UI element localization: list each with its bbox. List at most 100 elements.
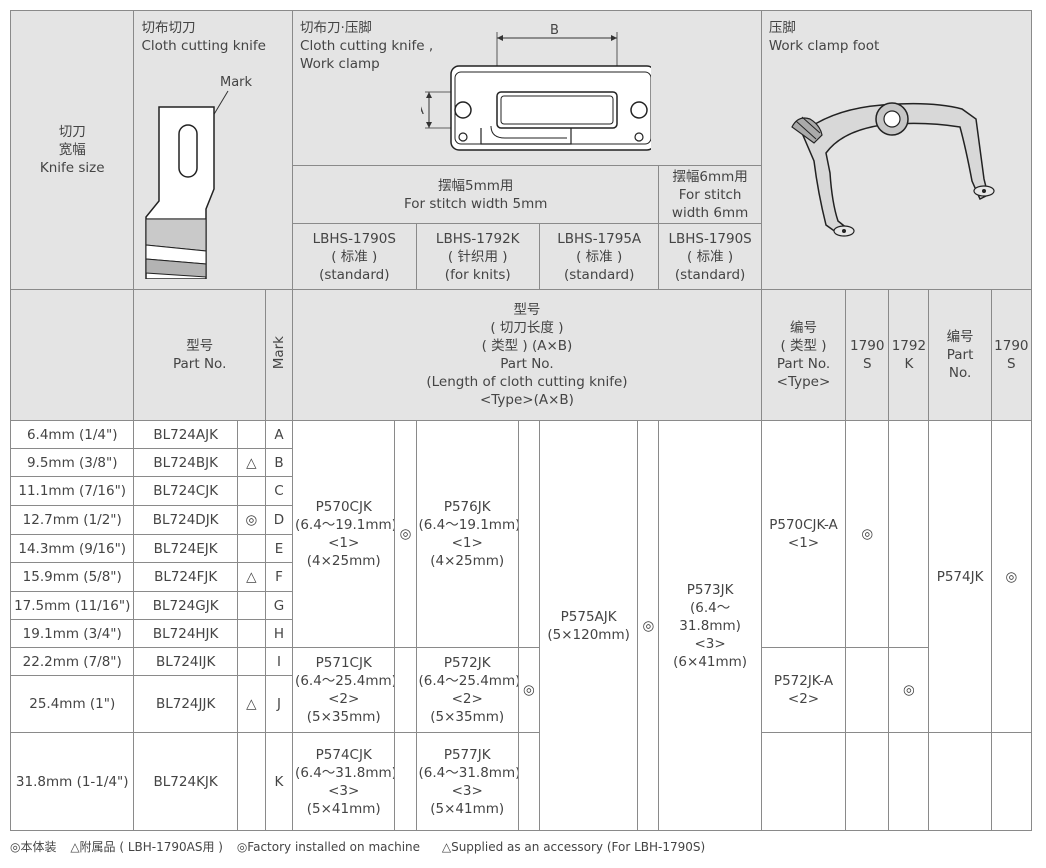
mark-cell: C [264,476,294,506]
clamp-group1-1792k [888,420,930,648]
mark-cell: E [264,534,294,563]
group3-1792k-part: P577JK (6.4～31.8mm) <3> (5×41mm) [415,732,519,831]
part-no-cell: BL724JJK [133,675,238,733]
mark-cell: I [264,647,294,676]
knife-clamp-header: 切布刀·压脚 Cloth cutting knife , Work clamp … [292,10,762,166]
table-row: 19.1mm (3/4") BL724HJK H [9,619,1032,648]
accessory-symbol-cell [236,420,266,449]
col-1792k-header: 1792 K [888,289,930,421]
stitch6mm-part: P573JK (6.4～ 31.8mm) <3> (6×41mm) [658,420,762,831]
cloth-knife-illustration: Mark [145,75,253,279]
group1-1792k-symbol [517,420,540,648]
clamp-group1-part: P570CJK-A <1> [760,420,847,648]
knife-size-cell: 17.5mm (11/16") [9,591,135,620]
mark-cell: J [264,675,294,733]
clamp-foot-header: 压脚 Work clamp foot [760,10,1033,290]
knife-clamp-illustration: B A [421,23,652,151]
foot-group3-part [928,732,992,831]
accessory-symbol-cell [236,591,266,620]
model-lbhs-1790s-6mm: LBHS-1790S ( 标准 ) (standard) [658,223,762,290]
mark-cell: F [264,562,294,592]
group2-1792k-part: P572JK (6.4～25.4mm) <2> (5×35mm) [415,647,519,733]
knife-size-cell: 22.2mm (7/8") [9,647,135,676]
knife-size-cell: 9.5mm (3/8") [9,448,135,477]
group1-1790s-symbol: ◎ [394,420,417,648]
accessory-symbol-cell [236,534,266,563]
mark-cell: H [264,619,294,648]
knife-size-cell: 19.1mm (3/4") [9,619,135,648]
table-row: 12.7mm (1/2") BL724DJK ◎ D [9,505,1032,535]
group2-1792k-symbol: ◎ [517,647,540,733]
col-1790s-header: 1790 S [845,289,890,421]
part-no-cell: BL724AJK [133,420,238,449]
part-no-cell: BL724BJK [133,448,238,477]
dim-a-label: A [421,103,424,118]
knife-size-cell: 12.7mm (1/2") [9,505,135,535]
foot-group3-symbol [990,732,1033,831]
cloth-knife-header: 切布切刀 Cloth cutting knife Mark [133,10,294,290]
clamp-group1-1790s: ◎ [845,420,890,648]
knife-size-cell: 15.9mm (5/8") [9,562,135,592]
mark-cell: B [264,448,294,477]
knife-size-cell: 14.3mm (9/16") [9,534,135,563]
mark-cell: K [264,732,294,831]
part-no-cell: BL724IJK [133,647,238,676]
lbhs-1795a-symbol: ◎ [637,420,660,831]
part-no-cell: BL724EJK [133,534,238,563]
accessory-symbol-cell: △ [236,675,266,733]
model-lbhs-1790s: LBHS-1790S ( 标准 ) (standard) [292,223,417,290]
model-lbhs-1792k: LBHS-1792K ( 针织用 ) (for knits) [415,223,540,290]
group2-1790s-symbol [394,647,417,733]
mark-header: Mark [264,289,294,421]
clamp-group3-part [760,732,847,831]
part-no-cell: BL724CJK [133,476,238,506]
table-row: 14.3mm (9/16") BL724EJK E [9,534,1032,563]
part-no-header: 型号 Part No. [133,289,266,421]
foot-symbol: ◎ [990,420,1033,733]
knife-size-cell: 25.4mm (1") [9,675,135,733]
col-1790s-b-header: 1790 S [990,289,1033,421]
table-row: 6.4mm (1/4") BL724AJK A P570CJK (6.4～19.… [9,420,1033,831]
clamp-group2-1792k: ◎ [888,647,930,733]
accessory-symbol-cell [236,732,266,831]
knife-spec-table: 切刀 宽幅 Knife size 切布切刀 Cloth cutting knif… [9,10,1033,831]
accessory-symbol-cell: ◎ [236,505,266,535]
stitch-5mm-header: 摆幅5mm用 For stitch width 5mm [292,165,660,224]
accessory-symbol-cell: △ [236,448,266,477]
accessory-symbol-cell [236,619,266,648]
accessory-symbol-cell [236,647,266,676]
clamp-group3-1790s [845,732,890,831]
model-lbhs-1795a: LBHS-1795A ( 标准 ) (standard) [538,223,660,290]
lbhs-1795a-part: P575AJK (5×120mm) [538,420,639,831]
type-length-header: 型号 ( 切刀长度 ) ( 类型 ) (A×B) Part No. (Lengt… [292,289,762,421]
clamp-group3-1792k [888,732,930,831]
table-row: 17.5mm (11/16") BL724GJK G [9,591,1032,620]
group3-1790s-symbol [394,732,417,831]
table-row: 22.2mm (7/8") BL724IJK I P571CJK (6.4～25… [9,647,1032,733]
clamp-group2-1790s [845,647,890,733]
knife-size-col-blank [9,289,135,421]
code-type-header: 编号 ( 类型 ) Part No. <Type> [760,289,847,421]
group3-1790s-part: P574CJK (6.4～31.8mm) <3> (5×41mm) [292,732,396,831]
group3-1792k-symbol [517,732,540,831]
stitch-6mm-header: 摆幅6mm用 For stitch width 6mm [658,165,762,224]
knife-size-header: 切刀 宽幅 Knife size [9,10,135,290]
knife-size-cell: 11.1mm (7/16") [9,476,135,506]
part-no-cell: BL724FJK [133,562,238,592]
clamp-group2-part: P572JK-A <2> [760,647,847,733]
group1-1792k-part: P576JK (6.4～19.1mm) <1> (4×25mm) [415,420,519,648]
group1-1790s-part: P570CJK (6.4～19.1mm) <1> (4×25mm) [292,420,396,648]
part-no-cell: BL724GJK [133,591,238,620]
mark-cell: D [264,505,294,535]
footnote: ◎本体装 △附属品 ( LBH-1790AS用 ) ◎Factory insta… [10,840,706,854]
dim-b-label: B [550,23,559,38]
knife-size-cell: 31.8mm (1-1/4") [9,732,135,831]
code-part-header: 编号 Part No. [928,289,992,421]
part-no-cell: BL724HJK [133,619,238,648]
accessory-symbol-cell: △ [236,562,266,592]
mark-cell: A [264,420,294,449]
mark-cell: G [264,591,294,620]
knife-size-cell: 6.4mm (1/4") [9,420,135,449]
accessory-symbol-cell [236,476,266,506]
part-no-cell: BL724DJK [133,505,238,535]
